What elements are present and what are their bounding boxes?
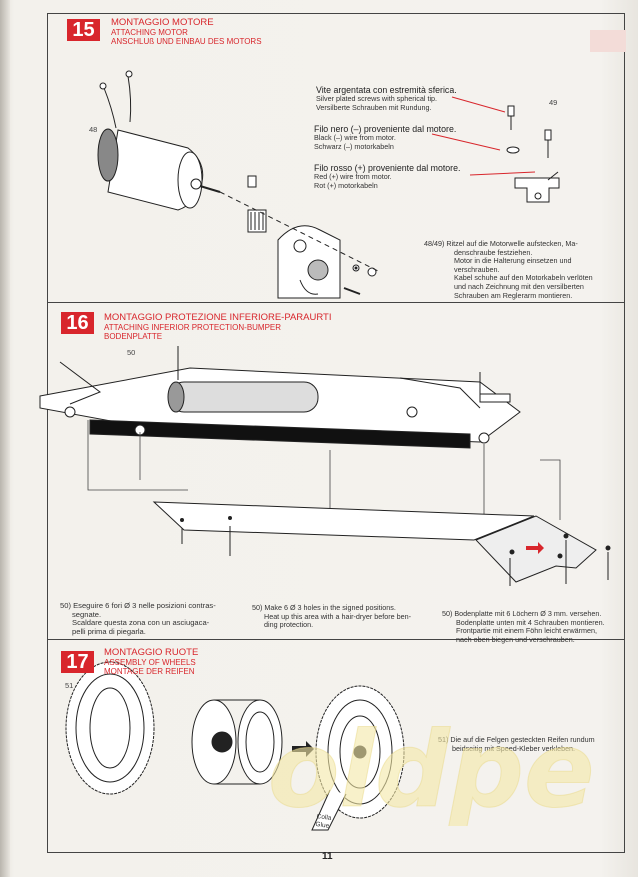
callout-red-wire: Filo rosso (+) proveniente dal motore. R… — [314, 163, 460, 190]
title-english: ATTACHING MOTOR — [111, 27, 188, 37]
page-number: 11 — [322, 851, 333, 862]
step17-note: 51) Die auf die Felgen gesteckten Reifen… — [438, 735, 618, 753]
note-line: 51) Die auf die Felgen gesteckten Reifen… — [438, 735, 595, 744]
title-italian: MONTAGGIO RUOTE — [104, 647, 199, 658]
part-ref-48: 48 — [89, 125, 98, 134]
text-line: Bodenplatte unten mit 4 Schrauben montie… — [456, 617, 605, 627]
callout-black-wire: Filo nero (–) proveniente dal motore. Bl… — [314, 124, 456, 151]
text-line: 50) Bodenplatte mit 6 Löchern Ø 3 mm. ve… — [442, 609, 602, 618]
callout-italian: Vite argentata con estremità sferica. — [316, 85, 457, 95]
callout-english: Silver plated screws with spherical tip. — [316, 94, 438, 103]
step15-note: 48/49) Ritzel auf die Motorwelle aufstec… — [424, 239, 609, 300]
part-ref-50: 50 — [127, 348, 136, 357]
step-title: MONTAGGIO RUOTE ASSEMBLY OF WHEELS MONTA… — [104, 648, 198, 677]
note-line: Schrauben am Reglerarm montieren. — [454, 290, 573, 300]
title-german: MONTAGE DER REIFEN — [104, 667, 195, 676]
motor-illustration — [97, 70, 221, 211]
title-english: ASSEMBLY OF WHEELS — [104, 657, 196, 667]
pinion-illustration — [247, 175, 267, 233]
callout-german: Schwarz (–) motorkabeln — [314, 141, 394, 151]
rim-illustration — [191, 699, 283, 785]
note-line: denschraube festziehen. — [454, 247, 533, 257]
text-line: pelli prima di piegarla. — [72, 626, 146, 636]
title-italian: MONTAGGIO MOTORE — [111, 17, 214, 28]
text-line: 50) Make 6 Ø 3 holes in the signed posit… — [252, 603, 396, 612]
text-line: 50) Eseguire 6 fori Ø 3 nelle posizioni … — [60, 601, 216, 610]
text-line: segnate. — [72, 609, 102, 619]
chassis-illustration — [39, 346, 521, 449]
bumper-plate-illustration — [152, 501, 611, 586]
tire-illustration — [65, 661, 155, 795]
section-divider — [47, 639, 624, 640]
title-italian: MONTAGGIO PROTEZIONE INFERIORE-PARAURTI — [104, 312, 332, 323]
step-number-badge: 16 — [61, 312, 94, 334]
step16-text-english: 50) Make 6 Ø 3 holes in the signed posit… — [252, 603, 432, 630]
callout-german: Rot (+) motorkabeln — [314, 180, 378, 190]
text-line: Heat up this area with a hair-dryer befo… — [264, 611, 412, 621]
section-divider — [47, 302, 624, 303]
step16-text-italian: 50) Eseguire 6 fori Ø 3 nelle posizioni … — [60, 601, 245, 636]
title-english: ATTACHING INFERIOR PROTECTION-BUMPER — [104, 322, 282, 332]
show-through-mark — [590, 30, 626, 52]
text-line: Scaldare questa zona con un asciugaca- — [72, 618, 210, 628]
step-title: MONTAGGIO MOTORE ATTACHING MOTOR ANSCHLU… — [111, 18, 262, 47]
note-line: Kabel schuhe auf den Motorkabeln verlöte… — [454, 273, 593, 283]
step-number-badge: 15 — [67, 19, 100, 41]
callout-leaders — [431, 96, 536, 176]
watermark-text: oldpe — [268, 709, 595, 826]
step-title: MONTAGGIO PROTEZIONE INFERIORE-PARAURTI … — [104, 313, 332, 342]
callout-italian: Filo nero (–) proveniente dal motore. — [314, 124, 457, 134]
watermark-logo: oldpe — [268, 709, 596, 827]
text-line: Frontpartie mit einem Föhn leicht erwärm… — [456, 626, 598, 636]
callout-german: Versilberte Schrauben mit Rundung. — [316, 102, 432, 112]
callout-silver-screws: Vite argentata con estremità sferica. Si… — [316, 85, 457, 112]
text-line: nach oben biegen und verschrauben. — [456, 634, 575, 644]
note-line: und nach Zeichnung mit den versilberten — [454, 281, 584, 291]
part-ref-51: 51 — [65, 681, 74, 690]
note-line: 48/49) Ritzel auf die Motorwelle aufstec… — [424, 239, 578, 248]
callout-english: Red (+) wire from motor. — [314, 172, 392, 181]
note-line: verschrauben. — [454, 264, 500, 274]
note-line: Motor in die Halterung einsetzen und — [454, 256, 572, 266]
title-german: ANSCHLUß UND EINBAU DES MOTORS — [111, 37, 262, 46]
assembled-wheel-illustration — [292, 685, 405, 831]
step16-text-german: 50) Bodenplatte mit 6 Löchern Ø 3 mm. ve… — [442, 609, 622, 644]
bracket-illustration — [506, 105, 560, 203]
motor-mount-illustration — [219, 191, 381, 299]
text-line: ding protection. — [264, 620, 314, 630]
part-ref-49: 49 — [549, 98, 558, 107]
callout-italian: Filo rosso (+) proveniente dal motore. — [314, 163, 461, 173]
title-german: BODENPLATTE — [104, 332, 163, 341]
step-number-badge: 17 — [61, 651, 94, 673]
page-frame — [47, 13, 625, 853]
note-line: beidseitig mit Speed-Kleber verkleben. — [452, 743, 576, 753]
callout-english: Black (–) wire from motor. — [314, 133, 396, 142]
page-spine — [0, 0, 10, 877]
